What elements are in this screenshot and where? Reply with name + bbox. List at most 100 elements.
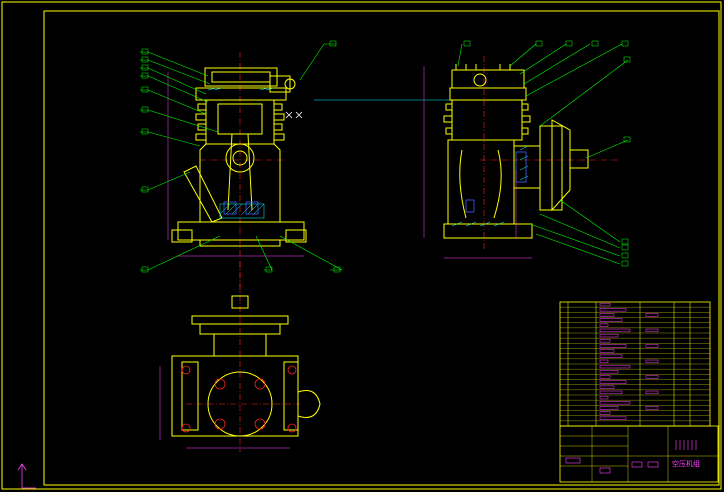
pulley-hub bbox=[539, 125, 563, 211]
leader-9 bbox=[140, 235, 221, 271]
bearing-blue-right bbox=[245, 201, 259, 215]
side-section-view[interactable] bbox=[423, 40, 631, 267]
parts-list-entry-mark bbox=[599, 406, 619, 410]
piston bbox=[217, 103, 263, 135]
drawing-title: 空压机组 bbox=[672, 459, 700, 468]
stud-hole-2 bbox=[254, 378, 266, 390]
leader-7 bbox=[140, 131, 201, 147]
side-leader-7 bbox=[585, 139, 629, 159]
leader-12 bbox=[299, 43, 336, 81]
parts-list-entry-mark bbox=[599, 308, 627, 312]
side-hatch bbox=[451, 145, 529, 227]
side-crank-web bbox=[459, 149, 502, 219]
parts-list-entry-mark bbox=[599, 375, 611, 379]
side-cylinder-barrel bbox=[451, 99, 523, 141]
parts-list-entry-mark bbox=[599, 385, 615, 389]
bearing-blue-left bbox=[223, 201, 237, 215]
title-logo-bars bbox=[675, 440, 697, 450]
side-leader-6 bbox=[539, 59, 629, 127]
parts-list-entry-mark bbox=[599, 354, 623, 358]
leader-11 bbox=[279, 235, 343, 271]
side-crankcase bbox=[447, 139, 515, 225]
parts-list-entry-mark bbox=[599, 344, 627, 348]
head-port-circle bbox=[284, 78, 296, 90]
side-bearing-blue bbox=[515, 151, 527, 183]
title-block[interactable]: 空压机组 bbox=[559, 425, 719, 483]
main-bearing bbox=[219, 203, 265, 219]
front-hatch bbox=[207, 87, 275, 215]
side-leader-10 bbox=[529, 223, 621, 257]
parts-list-material-mark bbox=[645, 359, 659, 364]
stud-hole-1 bbox=[214, 378, 226, 390]
stud-hole-4 bbox=[254, 418, 266, 430]
shaft-end bbox=[569, 149, 589, 169]
base-flange bbox=[177, 221, 305, 241]
side-leader-2 bbox=[509, 43, 537, 67]
leader-10 bbox=[255, 235, 273, 271]
side-head-port bbox=[473, 73, 487, 87]
cylinder-outline-top bbox=[207, 371, 273, 437]
mount-hole-1 bbox=[181, 365, 191, 375]
top-shaft-end bbox=[231, 295, 249, 309]
leader-1 bbox=[140, 51, 209, 77]
base-lugs bbox=[181, 361, 299, 431]
mount-hole-4 bbox=[287, 423, 297, 433]
front-section-view[interactable] bbox=[140, 40, 450, 292]
head-boss bbox=[269, 75, 291, 93]
parts-list-entry-mark bbox=[599, 333, 619, 338]
parts-list-entry-mark bbox=[599, 401, 631, 405]
crankpin-bore bbox=[225, 143, 255, 173]
inner-border bbox=[43, 10, 720, 486]
parts-list-entry-mark bbox=[599, 339, 611, 343]
parts-list-material-mark bbox=[645, 406, 659, 410]
side-leader-11 bbox=[535, 233, 621, 265]
side-valve-plate bbox=[449, 87, 527, 101]
parts-list-entry-mark bbox=[599, 328, 631, 333]
side-cylinder-head bbox=[451, 69, 525, 89]
base-foot-right bbox=[285, 229, 307, 243]
head-studs bbox=[455, 64, 511, 70]
parts-list-entry-mark bbox=[599, 302, 611, 307]
parts-list-entry-mark bbox=[599, 380, 627, 384]
parts-list-material-mark bbox=[645, 390, 659, 395]
parts-list-material-mark bbox=[645, 313, 659, 317]
parts-list-entry-mark bbox=[599, 349, 615, 353]
parts-list-entry-mark bbox=[599, 395, 609, 400]
mount-hole-2 bbox=[287, 365, 297, 375]
parts-list-entry-mark bbox=[599, 416, 627, 420]
side-leader-5 bbox=[525, 43, 623, 97]
crankpin bbox=[232, 150, 248, 166]
stud-hole-3 bbox=[214, 418, 226, 430]
valve-cover bbox=[211, 71, 271, 83]
parts-list-entry-mark bbox=[599, 364, 631, 369]
parts-list-material-mark bbox=[645, 375, 659, 379]
parts-list-entry-mark bbox=[599, 318, 623, 322]
parts-list-entry-mark bbox=[599, 359, 609, 364]
side-leader-8 bbox=[559, 199, 621, 243]
cylinder-head bbox=[204, 67, 278, 87]
leader-8 bbox=[140, 171, 191, 191]
top-view[interactable] bbox=[159, 262, 321, 452]
side-leader-4 bbox=[523, 43, 591, 85]
side-leader-1 bbox=[457, 43, 463, 67]
side-boss-top bbox=[297, 390, 321, 418]
parts-list-entry-mark bbox=[599, 411, 611, 415]
mount-hole-3 bbox=[181, 423, 191, 433]
base-foot-left bbox=[171, 229, 193, 243]
valve-fastener bbox=[285, 111, 303, 119]
pulley-rim bbox=[551, 119, 571, 212]
side-leader-9 bbox=[539, 213, 621, 249]
oil-sump bbox=[199, 239, 281, 247]
parts-list-entry-mark bbox=[599, 313, 615, 317]
parts-list-table[interactable] bbox=[559, 301, 711, 427]
side-base bbox=[443, 223, 533, 239]
parts-list-entry-mark bbox=[599, 370, 619, 374]
parts-list-entry-mark bbox=[599, 390, 623, 395]
ucs-axis-icon bbox=[17, 463, 36, 489]
side-cooling-fins bbox=[443, 103, 531, 135]
parts-list-entry-mark bbox=[599, 323, 609, 327]
crankcase-top bbox=[171, 355, 299, 437]
